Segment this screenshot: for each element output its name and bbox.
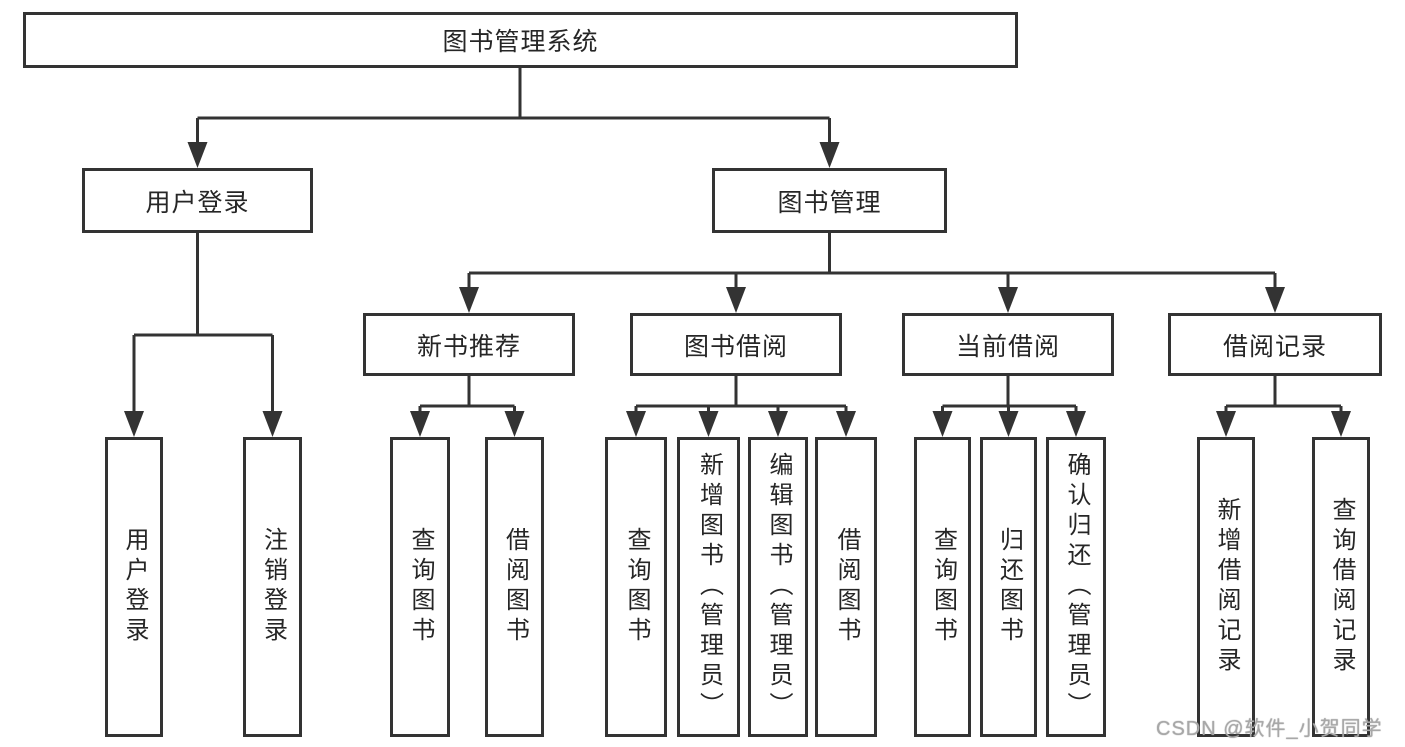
node-user-login: 用户登录 [82,168,313,233]
leaf-borrow-books-borrowing: 借阅图书 [815,437,877,737]
leaf-borrow-books-recommend-label: 借阅图书 [501,527,529,647]
leaf-query-books-current: 查询图书 [914,437,971,737]
leaf-return-books-label: 归还图书 [995,527,1023,647]
node-book-management-label: 图书管理 [777,188,882,217]
leaf-query-books-borrowing-label: 查询图书 [623,527,650,647]
leaf-query-books-recommend-label: 查询图书 [407,527,434,647]
leaf-query-books-borrowing: 查询图书 [605,437,667,737]
node-library-management-system-label: 图书管理系统 [442,28,599,56]
leaf-return-books: 归还图书 [980,437,1037,737]
leaf-edit-books-admin: 编辑图书（管理员） [748,437,808,737]
leaf-confirm-return-admin-label: 确认归还（管理员） [1063,452,1090,722]
node-current-borrowing-label: 当前借阅 [955,332,1060,361]
csdn-watermark: CSDN @软件_小贺同学 [1156,718,1383,740]
node-library-management-system: 图书管理系统 [23,12,1018,68]
leaf-borrow-books-recommend: 借阅图书 [485,437,544,737]
leaf-borrow-books-borrowing-label: 借阅图书 [833,527,860,647]
node-current-borrowing: 当前借阅 [902,313,1114,376]
leaf-query-borrow-record-label: 查询借阅记录 [1328,497,1355,677]
leaf-add-borrow-record-label: 新增借阅记录 [1213,497,1240,677]
leaf-add-borrow-record: 新增借阅记录 [1197,437,1255,737]
leaf-query-books-recommend: 查询图书 [390,437,450,737]
leaf-add-books-admin: 新增图书（管理员） [677,437,740,737]
node-book-management: 图书管理 [712,168,947,233]
node-borrowing-records-label: 借阅记录 [1222,332,1327,361]
leaf-logout-login: 注销登录 [243,437,302,737]
leaf-user-login: 用户登录 [105,437,163,737]
node-user-login-label: 用户登录 [145,188,250,217]
node-book-borrowing: 图书借阅 [630,313,842,376]
leaf-confirm-return-admin: 确认归还（管理员） [1046,437,1106,737]
leaf-add-books-admin-label: 新增图书（管理员） [695,452,723,722]
node-new-book-recommendation-label: 新书推荐 [416,332,521,361]
leaf-query-books-current-label: 查询图书 [929,527,957,647]
leaf-logout-login-label: 注销登录 [259,527,287,647]
leaf-edit-books-admin-label: 编辑图书（管理员） [765,452,792,722]
leaf-user-login-label: 用户登录 [121,527,148,647]
node-book-borrowing-label: 图书借阅 [683,332,788,361]
node-new-book-recommendation: 新书推荐 [363,313,575,376]
node-borrowing-records: 借阅记录 [1168,313,1382,376]
leaf-query-borrow-record: 查询借阅记录 [1312,437,1370,737]
